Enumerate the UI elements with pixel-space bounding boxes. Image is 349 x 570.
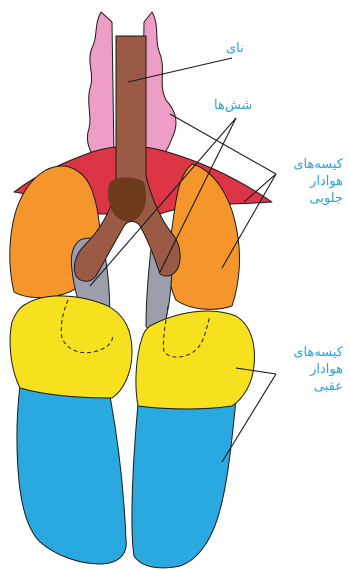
posterior-air-sacs-label-line1: کیسه‌های <box>281 344 343 361</box>
abdominal-air-sac-right <box>132 400 236 568</box>
lungs-label: شش‌ها <box>214 97 252 114</box>
anterior-air-sacs-label-line1: کیسه‌های <box>281 156 343 173</box>
anterior-air-sacs-label-line3: جلویی <box>281 190 343 207</box>
posterior-air-sacs-label: کیسه‌های هوادار عقبی <box>281 344 343 395</box>
cervical-air-sac-left <box>87 12 114 160</box>
anterior-air-sacs-label: کیسه‌های هوادار جلویی <box>281 156 343 207</box>
posterior-air-sacs-label-line3: عقبی <box>281 378 343 395</box>
posterior-air-sac-right <box>136 311 255 409</box>
abdominal-air-sac-left <box>17 386 126 564</box>
posterior-air-sacs-label-line2: هوادار <box>281 361 343 378</box>
anterior-air-sacs-label-line2: هوادار <box>281 173 343 190</box>
trachea-label: نای <box>226 40 244 57</box>
cervical-air-sac-right <box>142 12 176 160</box>
posterior-air-sac-left <box>10 296 132 398</box>
